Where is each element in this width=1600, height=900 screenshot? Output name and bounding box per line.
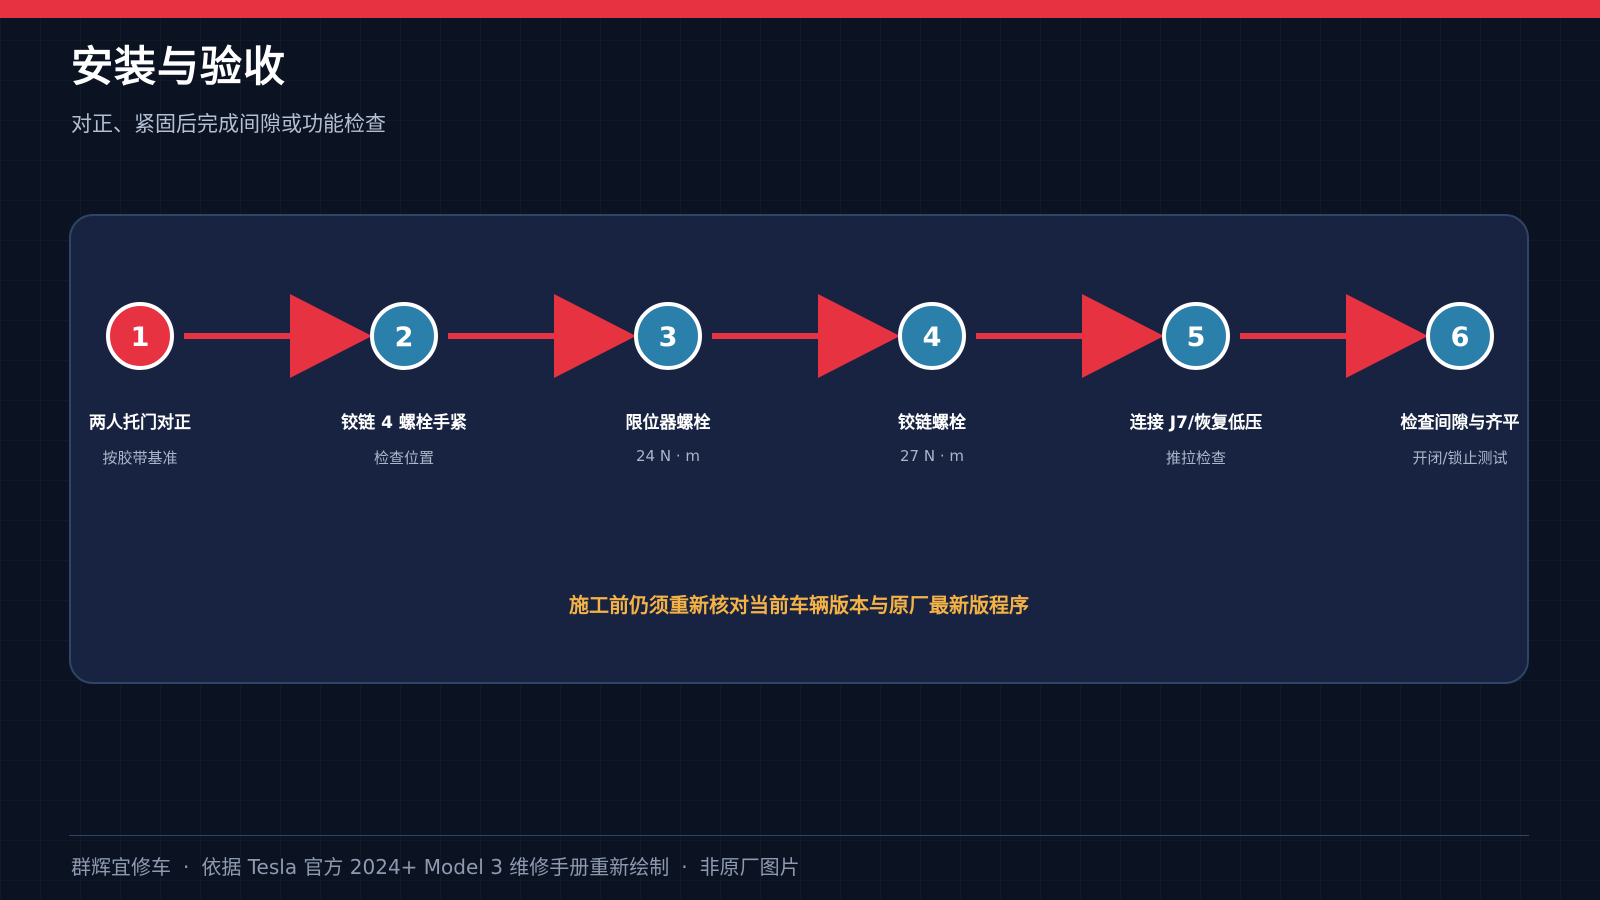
warning-note: 施工前仍须重新核对当前车辆版本与原厂最新版程序 [569,593,1029,617]
step-label: 限位器螺栓 [625,413,711,433]
step-number: 4 [923,322,942,353]
page-title: 安装与验收 [71,42,287,91]
footer-source: 依据 Tesla 官方 2024+ Model 3 维修手册重新绘制 [201,855,670,879]
step-node: 5 [1162,302,1230,370]
step-number: 3 [659,322,678,353]
process-flow-diagram: 1 2 3 4 5 6 [106,294,1494,378]
step-detail: 24 N · m [636,447,700,465]
step-label: 铰链螺栓 [898,413,966,433]
step-node: 2 [370,302,438,370]
step-circle [106,302,174,370]
step-detail: 27 N · m [900,447,964,465]
flow-arrow-head [554,294,636,378]
step-number: 6 [1451,322,1470,353]
step-node: 1 [106,302,174,370]
step-detail: 按胶带基准 [102,449,178,467]
step-circle [898,302,966,370]
top-accent-bar [0,0,1600,18]
footer-separator: · [183,855,190,879]
footer-separator: · [681,855,688,879]
step-number: 2 [395,322,414,353]
page-subtitle: 对正、紧固后完成间隙或功能检查 [71,112,386,136]
step-detail: 推拉检查 [1165,449,1226,467]
step-circle [1162,302,1230,370]
footer: 群辉宜修车 · 依据 Tesla 官方 2024+ Model 3 维修手册重新绘制… [71,851,800,880]
flow-arrow-head [818,294,900,378]
step-node: 6 [1426,302,1494,370]
step-node: 3 [634,302,702,370]
flow-arrow-head [1346,294,1428,378]
step-detail: 开闭/锁止测试 [1412,449,1508,467]
step-detail: 检查位置 [373,449,434,467]
step-label: 连接 J7/恢复低压 [1129,413,1263,433]
flow-arrow-head [1082,294,1164,378]
step-number: 5 [1187,322,1206,353]
step-label: 铰链 4 螺栓手紧 [341,413,467,433]
footer-divider [69,835,1529,836]
step-circle [1426,302,1494,370]
process-flow-panel: 1 2 3 4 5 6 两人托门对正按胶带基准 铰链 4 螺栓手紧检查位置 限位器螺栓 24 N… [69,214,1529,684]
footer-disclaimer: 非原厂图片 [699,855,800,879]
step-label: 两人托门对正 [89,413,191,433]
flow-arrow-head [290,294,372,378]
step-number: 1 [131,322,150,353]
step-label: 检查间隙与齐平 [1400,413,1520,433]
step-circle [370,302,438,370]
step-node: 4 [898,302,966,370]
footer-brand: 群辉宜修车 [71,855,171,879]
step-circle [634,302,702,370]
